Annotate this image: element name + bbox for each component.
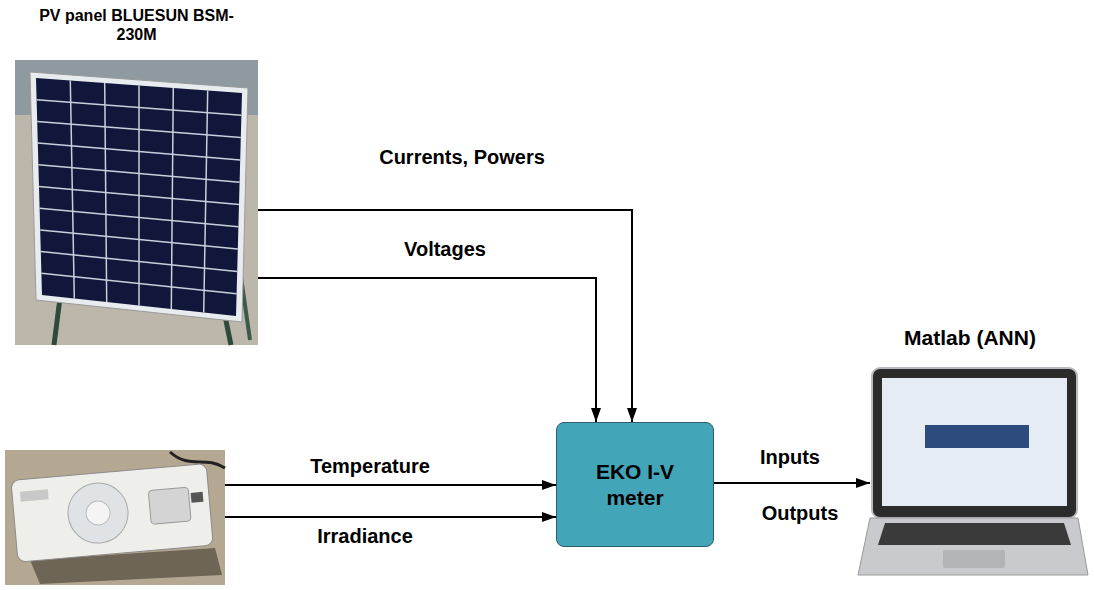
- sensor-photo: [5, 450, 225, 585]
- signal-label: Inputs: [758, 446, 822, 469]
- grid-line: [40, 230, 238, 249]
- grid-line: [41, 252, 237, 272]
- grid-line: [38, 165, 239, 182]
- pv-panel-photo: [15, 60, 258, 345]
- signal-label: Irradiance: [315, 525, 415, 548]
- device-module: [148, 487, 191, 524]
- grid-line: [38, 143, 240, 160]
- signal-label: Currents, Powers: [377, 146, 547, 169]
- grid-line: [39, 187, 239, 205]
- laptop-picture: [858, 368, 1088, 575]
- laptop-screen: [882, 378, 1067, 506]
- signal-label: Outputs: [760, 502, 841, 525]
- photo-ground: [15, 60, 258, 345]
- laptop-lid: [872, 368, 1077, 518]
- signal-arrow: [258, 210, 632, 422]
- sensor-body: [11, 463, 213, 562]
- grid-line: [41, 273, 236, 293]
- picture-title: Matlab (ANN): [904, 325, 1036, 350]
- signal-arrow: [225, 484, 556, 486]
- device-dial-center: [85, 500, 111, 526]
- screen-bar: [925, 425, 1029, 448]
- panel-frame: [30, 72, 248, 322]
- device-logo: [20, 489, 49, 501]
- device-dial: [66, 481, 131, 546]
- grid-line: [40, 208, 239, 227]
- picture-title: PV panel BLUESUN BSM-230M: [39, 6, 234, 44]
- box-label: EKO I-V meter: [576, 459, 694, 509]
- computer: Matlab (ANN): [850, 325, 1090, 580]
- grid-line: [37, 100, 242, 116]
- laptop-touchpad: [943, 550, 1005, 568]
- signal-arrow: [714, 482, 870, 484]
- panel-cells: [36, 78, 242, 316]
- signal-label: Voltages: [402, 238, 488, 261]
- photo-ground: [5, 450, 225, 585]
- sensor-device: [5, 450, 225, 585]
- device-port: [191, 492, 204, 503]
- cell-grid: [37, 81, 242, 313]
- laptop-keyboard: [878, 523, 1071, 545]
- signal-label: Temperature: [308, 455, 432, 478]
- panel-leg: [54, 298, 60, 345]
- signal-arrow: [258, 278, 596, 422]
- grid-line: [37, 121, 241, 137]
- meter-box: EKO I-V meter: [556, 422, 714, 547]
- laptop-base: [858, 518, 1088, 575]
- signal-arrow: [225, 516, 556, 518]
- device-case: [11, 463, 213, 562]
- pv-panel: PV panel BLUESUN BSM-230M: [15, 6, 258, 345]
